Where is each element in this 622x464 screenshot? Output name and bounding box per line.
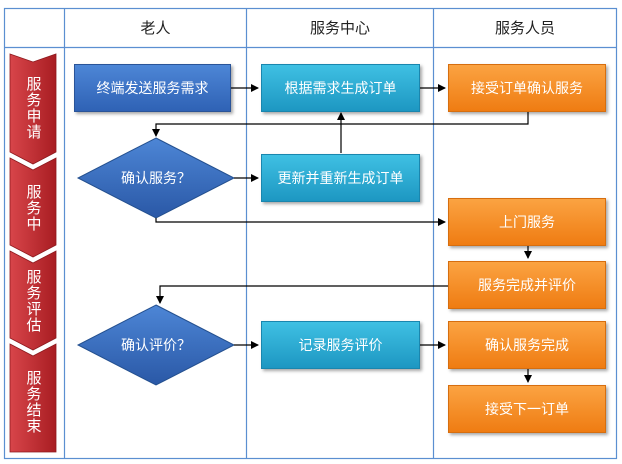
node-next-order: 接受下一订单 — [448, 385, 606, 433]
phase-end-label: 服务结束 — [24, 370, 43, 434]
node-record-rating: 记录服务评价 — [261, 321, 420, 369]
diamond-confirm-rating — [76, 304, 236, 386]
decision-confirm-rating: 确认评价？ — [121, 338, 191, 354]
phase-end: 服务结束 — [10, 358, 56, 446]
phase-evaluate-label: 服务评估 — [24, 269, 43, 333]
phase-shape-evaluate — [9, 250, 57, 351]
lane-header-elder: 老人 — [140, 19, 171, 37]
phase-apply-label: 服务申请 — [24, 76, 43, 140]
phase-inservice-label: 服务中 — [24, 184, 43, 232]
phase-shape-inservice — [9, 157, 57, 258]
lane-header-staff: 服务人员 — [494, 19, 555, 37]
node-confirm-complete: 确认服务完成 — [448, 321, 606, 369]
decision-confirm-service: 确认服务？ — [121, 171, 191, 187]
phase-inservice: 服务中 — [10, 170, 56, 246]
phase-shape-apply — [9, 53, 57, 165]
arrow-confirm-to-onsite — [155, 218, 446, 226]
connectors — [152, 84, 532, 383]
arrow-complete-to-rating — [156, 285, 448, 304]
phase-apply: 服务申请 — [10, 64, 56, 152]
node-update-order: 更新并重新生成订单 — [261, 154, 420, 202]
node-complete-rate: 服务完成并评价 — [448, 261, 606, 309]
arrow-accept-to-confirm — [152, 112, 529, 137]
node-terminal-send: 终端发送服务需求 — [74, 64, 231, 112]
node-generate-order: 根据需求生成订单 — [261, 64, 420, 112]
decision-shapes — [76, 137, 236, 386]
phase-shape-end — [9, 343, 57, 453]
node-accept-order: 接受订单确认服务 — [448, 64, 606, 112]
lane-header-center: 服务中心 — [309, 19, 370, 37]
node-on-site: 上门服务 — [448, 198, 606, 246]
phase-column — [9, 53, 57, 453]
swimlane-grid — [3, 7, 618, 460]
phase-evaluate: 服务评估 — [10, 262, 56, 340]
